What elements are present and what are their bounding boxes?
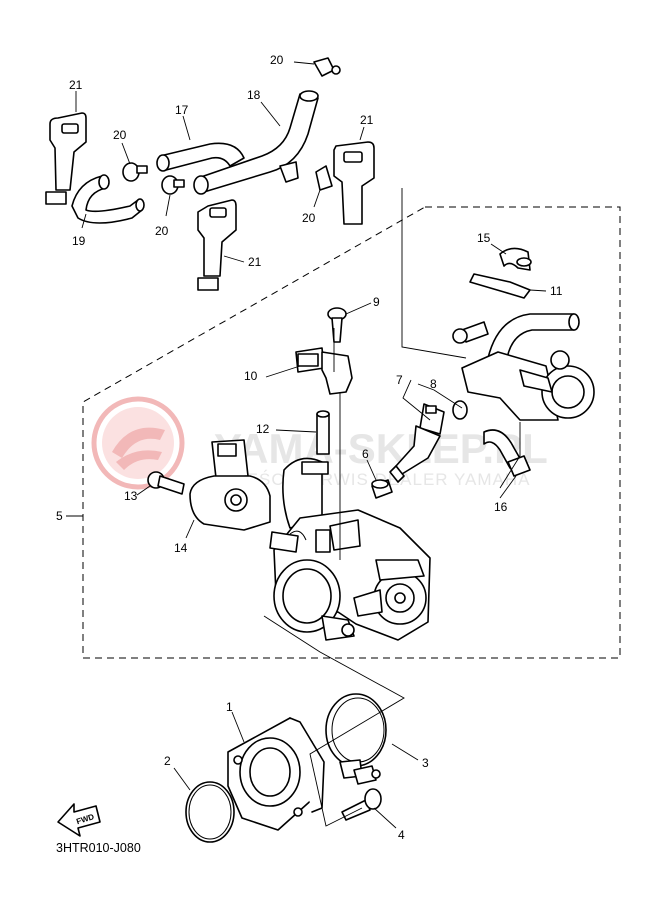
pin-12 bbox=[316, 410, 330, 455]
watermark-logo bbox=[91, 396, 185, 490]
callout-9: 9 bbox=[373, 295, 380, 309]
screw-9 bbox=[327, 307, 347, 343]
clip-11 bbox=[469, 273, 531, 299]
callout-21: 21 bbox=[248, 255, 262, 269]
clip-20-c bbox=[313, 57, 341, 77]
fwd-arrow-icon: FWD bbox=[57, 803, 101, 837]
throttle-body bbox=[269, 457, 431, 641]
callout-18: 18 bbox=[247, 88, 261, 102]
clip-20-d bbox=[315, 165, 333, 191]
callout-20: 20 bbox=[302, 211, 316, 225]
callout-21: 21 bbox=[69, 78, 83, 92]
callout-14: 14 bbox=[174, 541, 188, 555]
bracket-21-right bbox=[333, 141, 375, 225]
callout-11: 11 bbox=[550, 284, 563, 298]
callout-21: 21 bbox=[360, 113, 374, 127]
callout-2: 2 bbox=[164, 754, 171, 768]
air-pipe bbox=[461, 313, 595, 421]
callout-20: 20 bbox=[113, 128, 127, 142]
callout-5: 5 bbox=[56, 509, 63, 523]
assembly-outline bbox=[82, 206, 621, 659]
clip-20-b bbox=[161, 175, 185, 195]
callout-20: 20 bbox=[270, 53, 284, 67]
clip-20-a bbox=[122, 162, 148, 182]
callout-labels: 21 17 18 20 20 19 20 21 20 21 15 11 9 10… bbox=[56, 53, 563, 842]
callout-10: 10 bbox=[244, 369, 258, 383]
callout-17: 17 bbox=[175, 103, 189, 117]
callout-12: 12 bbox=[256, 422, 270, 436]
joint-1 bbox=[227, 717, 325, 831]
hose-17 bbox=[156, 142, 245, 172]
callout-19: 19 bbox=[72, 234, 86, 248]
callout-6: 6 bbox=[362, 447, 369, 461]
bracket-21-left bbox=[45, 112, 87, 205]
callout-20: 20 bbox=[155, 224, 169, 238]
diagram-code: 3HTR010-J080 bbox=[56, 841, 141, 855]
oring-8 bbox=[452, 400, 468, 420]
clamp-3 bbox=[325, 693, 387, 785]
callout-7: 7 bbox=[396, 373, 403, 387]
screw-upper-right bbox=[452, 321, 489, 344]
hose-18 bbox=[193, 90, 319, 195]
callout-15: 15 bbox=[477, 231, 491, 245]
sensor-14 bbox=[189, 439, 271, 531]
callout-13: 13 bbox=[124, 489, 138, 503]
cap-6 bbox=[371, 479, 393, 499]
injector-7 bbox=[389, 403, 445, 483]
oring-2 bbox=[185, 781, 235, 843]
cap-15 bbox=[499, 247, 532, 271]
callout-8: 8 bbox=[430, 377, 437, 391]
hose-19 bbox=[71, 174, 145, 224]
bracket-21-lower bbox=[197, 199, 237, 291]
screw-13 bbox=[147, 471, 185, 495]
sensor-10 bbox=[295, 347, 353, 395]
callout-4: 4 bbox=[398, 828, 405, 842]
callout-16: 16 bbox=[494, 500, 508, 514]
callout-1: 1 bbox=[226, 700, 233, 714]
leader-lines bbox=[66, 61, 547, 829]
callout-3: 3 bbox=[422, 756, 429, 770]
